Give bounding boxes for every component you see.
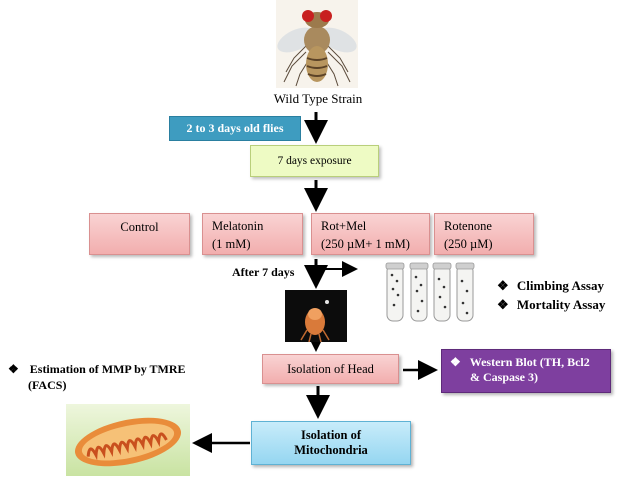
fly-head-photo bbox=[285, 290, 347, 342]
assay-climbing-label: Climbing Assay bbox=[516, 278, 604, 293]
age-box: 2 to 3 days old flies bbox=[169, 116, 301, 141]
assay-mortality-label: Mortality Assay bbox=[516, 297, 606, 312]
diamond-bullet-icon: ❖ bbox=[8, 362, 19, 376]
group-rotenone-label: Rotenone bbox=[444, 219, 492, 233]
diamond-bullet-icon: ❖ bbox=[497, 278, 509, 293]
assay-mortality: ❖ Mortality Assay bbox=[497, 295, 605, 314]
vials-image bbox=[385, 262, 475, 322]
mmp-note-line2: (FACS) bbox=[28, 378, 67, 392]
western-blot-line2: & Caspase 3) bbox=[470, 370, 538, 384]
assay-climbing: ❖ Climbing Assay bbox=[497, 276, 605, 295]
mmp-note: ❖ Estimation of MMP by TMRE (FACS) bbox=[8, 361, 186, 393]
diamond-bullet-icon: ❖ bbox=[497, 297, 509, 312]
group-melatonin: Melatonin (1 mM) bbox=[202, 213, 303, 255]
mmp-note-text: Estimation of MMP by TMRE bbox=[29, 362, 186, 376]
group-melatonin-label: Melatonin bbox=[212, 219, 264, 233]
assay-list: ❖ Climbing Assay ❖ Mortality Assay bbox=[497, 276, 605, 314]
isolation-mito-box: Isolation of Mitochondria bbox=[251, 421, 411, 465]
group-rot-mel: Rot+Mel (250 µM+ 1 mM) bbox=[311, 213, 430, 255]
western-blot-line1: ❖ Western Blot (TH, Bcl2 bbox=[450, 355, 604, 370]
western-blot-text: Western Blot (TH, Bcl2 bbox=[469, 355, 590, 369]
fruit-fly-image bbox=[276, 0, 358, 88]
isolation-head-box: Isolation of Head bbox=[262, 354, 399, 384]
isolation-mito-line2: Mitochondria bbox=[294, 443, 368, 457]
exposure-box: 7 days exposure bbox=[250, 145, 379, 177]
group-melatonin-dose: (1 mM) bbox=[212, 237, 251, 251]
mmp-note-line1: ❖ Estimation of MMP by TMRE bbox=[8, 361, 186, 377]
after-days-label: After 7 days bbox=[232, 265, 295, 279]
group-rot-mel-dose: (250 µM+ 1 mM) bbox=[321, 237, 410, 251]
isolation-mito-line1: Isolation of bbox=[300, 428, 362, 442]
group-control: Control bbox=[89, 213, 190, 255]
group-rotenone-dose: (250 µM) bbox=[444, 237, 493, 251]
group-rot-mel-label: Rot+Mel bbox=[321, 219, 367, 233]
group-rotenone: Rotenone (250 µM) bbox=[434, 213, 534, 255]
western-blot-box: ❖ Western Blot (TH, Bcl2 & Caspase 3) bbox=[441, 349, 611, 393]
mitochondrion-image bbox=[66, 404, 190, 476]
diamond-bullet-icon: ❖ bbox=[450, 355, 461, 369]
group-control-label: Control bbox=[120, 220, 159, 234]
wild-type-label: Wild Type Strain bbox=[273, 91, 363, 106]
